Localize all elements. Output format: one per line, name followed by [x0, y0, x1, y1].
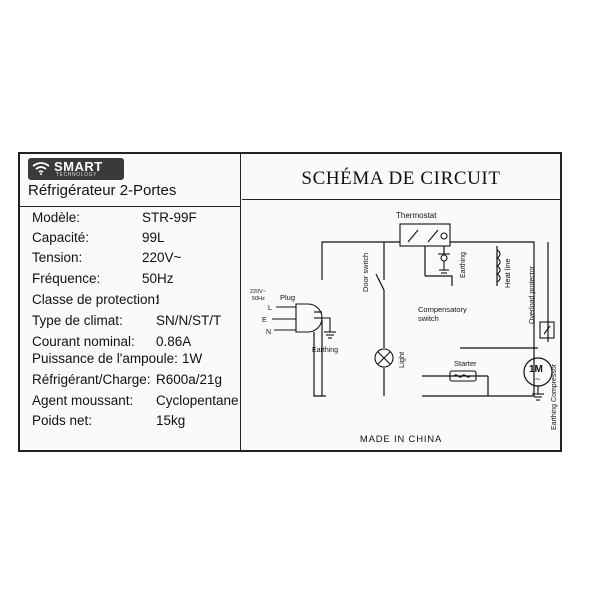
heat-line-symbol	[495, 249, 501, 283]
plug-body	[295, 303, 323, 333]
spec-label: Puissance de l'ampoule:	[32, 351, 178, 366]
divider	[20, 206, 240, 207]
plug-earth-wire	[320, 317, 331, 332]
earthing-compressor-label: Earthing Compressor	[551, 363, 558, 430]
spec-row-net-weight: Poids net: 15kg	[32, 413, 238, 431]
motor-label: 1M	[529, 364, 543, 375]
wifi-icon	[32, 162, 50, 175]
plug-pin-e-label: E	[262, 317, 267, 324]
spec-value: SN/N/ST/T	[156, 313, 222, 328]
wire	[425, 275, 453, 286]
door-switch-symbol	[375, 273, 385, 291]
spec-value: Cyclopentane	[156, 393, 239, 408]
plug-symbol	[272, 303, 331, 333]
motor-ac-label: ~	[535, 374, 540, 384]
wire	[313, 332, 322, 397]
spec-value: STR-99F	[142, 210, 197, 225]
circuit-diagram: Thermostat 220V~ 50Hz Plug L E N Earthin…	[250, 211, 558, 430]
spec-label: Classe de protection:	[32, 292, 159, 307]
door-switch-label: Door switch	[361, 253, 370, 292]
spec-row-frequency: Fréquence: 50Hz	[32, 271, 238, 289]
earthing-icon	[532, 386, 544, 401]
compensatory-switch-symbol	[438, 253, 450, 277]
spec-value: 220V~	[142, 250, 182, 265]
spec-row-protection-class: Classe de protection: I	[32, 292, 238, 310]
starter-symbol	[449, 370, 477, 382]
compensatory-label: Compensatory	[418, 305, 467, 314]
spec-row-climate-type: Type de climat: SN/N/ST/T	[32, 313, 238, 331]
circuit-panel: SCHÉMA DE CIRCUIT	[242, 154, 560, 450]
spec-label: Type de climat:	[32, 313, 123, 328]
spec-value: 15kg	[156, 413, 186, 428]
spec-row-refrigerant: Réfrigérant/Charge: R600a/21g	[32, 372, 238, 390]
thermostat-label: Thermostat	[396, 211, 437, 220]
spec-value: 50Hz	[142, 271, 174, 286]
thermostat-pivot	[440, 232, 448, 240]
spec-label: Poids net:	[32, 413, 93, 428]
starter-label: Starter	[454, 359, 477, 368]
wire	[321, 241, 400, 280]
spec-label: Réfrigérant/Charge:	[32, 372, 151, 387]
plug-label: Plug	[280, 293, 295, 302]
earthing-icon	[324, 331, 336, 339]
spec-label: Courant nominal:	[32, 334, 135, 349]
wire	[422, 241, 535, 397]
spec-label: Agent moussant:	[32, 393, 134, 408]
spec-label: Tension:	[32, 250, 83, 265]
plug-pin-l-label: L	[268, 305, 272, 312]
spec-value: R600a/21g	[156, 372, 223, 387]
rating-label: SMART TECHNOLOGY Réfrigérateur 2-Portes …	[18, 152, 562, 452]
spec-row-foaming-agent: Agent moussant: Cyclopentane	[32, 393, 239, 411]
overload-protector-symbol	[539, 321, 555, 339]
light-label: Light	[397, 351, 406, 368]
schema-title: SCHÉMA DE CIRCUIT	[301, 168, 501, 189]
spec-row-capacity: Capacité: 99L	[32, 230, 238, 248]
thermostat-symbol	[399, 223, 451, 247]
supply-voltage-label: 220V~	[250, 289, 266, 295]
spec-row-model: Modèle: STR-99F	[32, 210, 238, 228]
earthing-switch-label: Earthing	[460, 252, 467, 278]
thermostat-contact	[407, 229, 419, 243]
divider	[242, 199, 560, 200]
spec-label: Fréquence:	[32, 271, 101, 286]
supply-frequency-label: 50Hz	[252, 296, 265, 302]
light-symbol	[374, 348, 394, 368]
spec-row-rated-current: Courant nominal: 0.86A	[32, 334, 238, 352]
brand-logo: SMART TECHNOLOGY	[28, 158, 124, 180]
spec-value: 99L	[142, 230, 165, 245]
brand-tagline: TECHNOLOGY	[56, 172, 98, 178]
brand-name: SMART	[54, 159, 103, 174]
spec-value: 1W	[182, 351, 203, 366]
thermostat-box	[399, 223, 451, 247]
spec-label: Capacité:	[32, 230, 90, 245]
product-title: Réfrigérateur 2-Portes	[28, 182, 177, 199]
plug-pin-n-label: N	[266, 329, 271, 336]
spec-label: Modèle:	[32, 210, 81, 225]
plug-earthing-label: Earthing	[312, 347, 338, 354]
spec-value: I	[156, 292, 160, 307]
spec-panel: SMART TECHNOLOGY Réfrigérateur 2-Portes …	[20, 154, 241, 450]
spec-row-voltage: Tension: 220V~	[32, 250, 238, 268]
heat-line-label: Heat line	[503, 258, 512, 288]
spec-row-lamp-power: Puissance de l'ampoule: 1W	[32, 351, 238, 369]
thermostat-contact	[427, 229, 439, 243]
made-in-label: MADE IN CHINA	[359, 434, 443, 445]
overload-protector-label: Overload protector	[529, 265, 536, 324]
compensatory-label-2: switch	[418, 314, 439, 323]
circuit-wires	[313, 241, 549, 397]
spec-value: 0.86A	[156, 334, 192, 349]
